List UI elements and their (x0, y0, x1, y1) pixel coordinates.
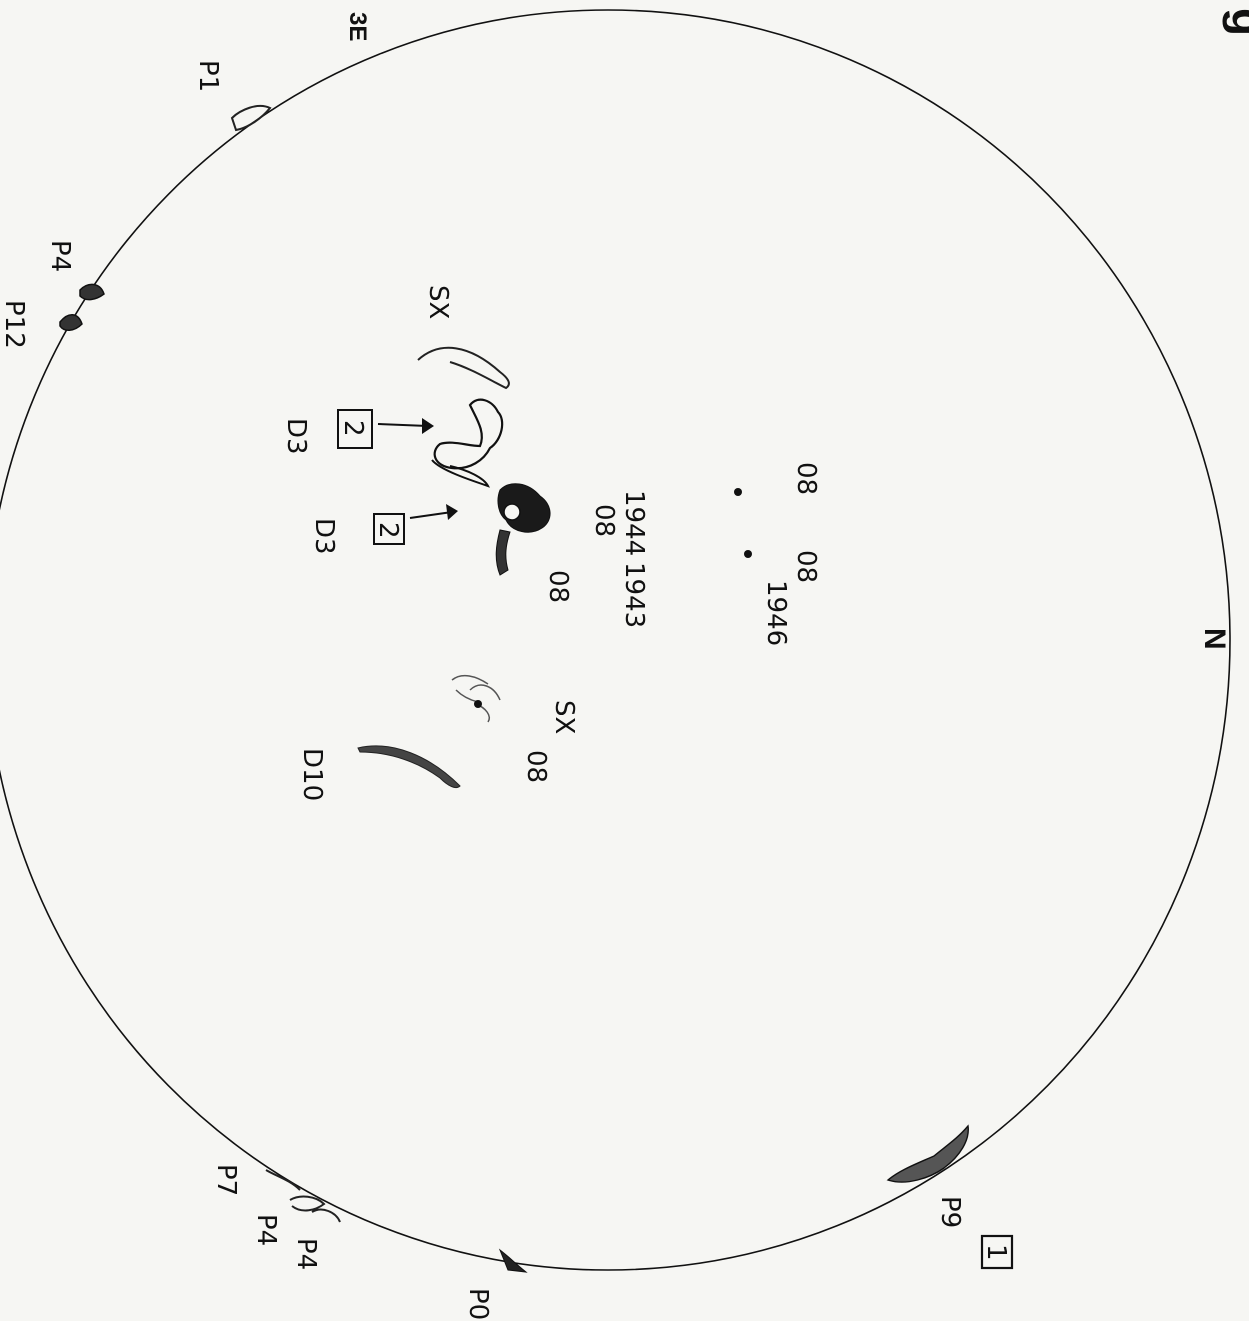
label-08-d: 08 (791, 550, 821, 583)
prominence-p1 (230, 104, 272, 132)
prominence-p0 (498, 1248, 528, 1273)
label-08-e: 08 (521, 750, 551, 783)
label-08-a: 08 (589, 504, 619, 537)
faint-group (451, 674, 501, 723)
label-sx-top: SX (423, 285, 453, 319)
box-lower (373, 513, 405, 545)
box-lower-label: 2 (373, 522, 403, 539)
arrow-lower-head (446, 504, 458, 520)
faint-group-dot (474, 700, 482, 708)
label-1946: 1946 (761, 580, 791, 646)
label-p9: P9 (935, 1196, 965, 1228)
label-08-c: 08 (791, 462, 821, 495)
arrow-lower (409, 511, 453, 519)
label-d3-upper: D3 (281, 418, 311, 455)
label-08-b: 08 (543, 570, 573, 603)
label-d10: D10 (297, 748, 327, 801)
label-p4a: P4 (45, 240, 75, 272)
label-p7: P7 (211, 1164, 241, 1196)
header-fragment: g (1222, 8, 1249, 36)
box-upper-label: 2 (338, 420, 368, 437)
box-upper (337, 409, 373, 449)
pore-spot-2 (744, 550, 752, 558)
prominence-p9 (886, 1124, 969, 1183)
label-1944: 1944 (619, 490, 649, 556)
label-p1: P1 (193, 60, 223, 92)
label-1943: 1943 (619, 562, 649, 628)
compass-north: N (1198, 628, 1231, 650)
filament-upper (417, 346, 510, 390)
label-p12: P12 (0, 300, 29, 349)
corner-mark: 3E (344, 12, 371, 41)
spot-detail-upper (431, 459, 490, 488)
label-sx-mid: SX (549, 700, 579, 734)
sunspot-tail (495, 529, 511, 576)
box-top (980, 1234, 1014, 1270)
arrow-upper-head (422, 418, 434, 434)
prominence-p4 (59, 283, 105, 331)
filament-d10 (357, 745, 461, 789)
label-d3-lower: D3 (309, 518, 339, 555)
pore-spot-1 (734, 488, 742, 496)
label-p4c: P4 (291, 1238, 321, 1270)
box-top-label: 1 (981, 1244, 1011, 1261)
label-p4b: P4 (251, 1214, 281, 1246)
arrow-upper (377, 423, 429, 427)
label-p0: P0 (463, 1288, 493, 1320)
solar-disk (0, 9, 1231, 1271)
sunspot-umbra (503, 503, 521, 521)
spot-region-d3-upper (433, 398, 504, 470)
prominence-p7 (265, 1169, 341, 1223)
